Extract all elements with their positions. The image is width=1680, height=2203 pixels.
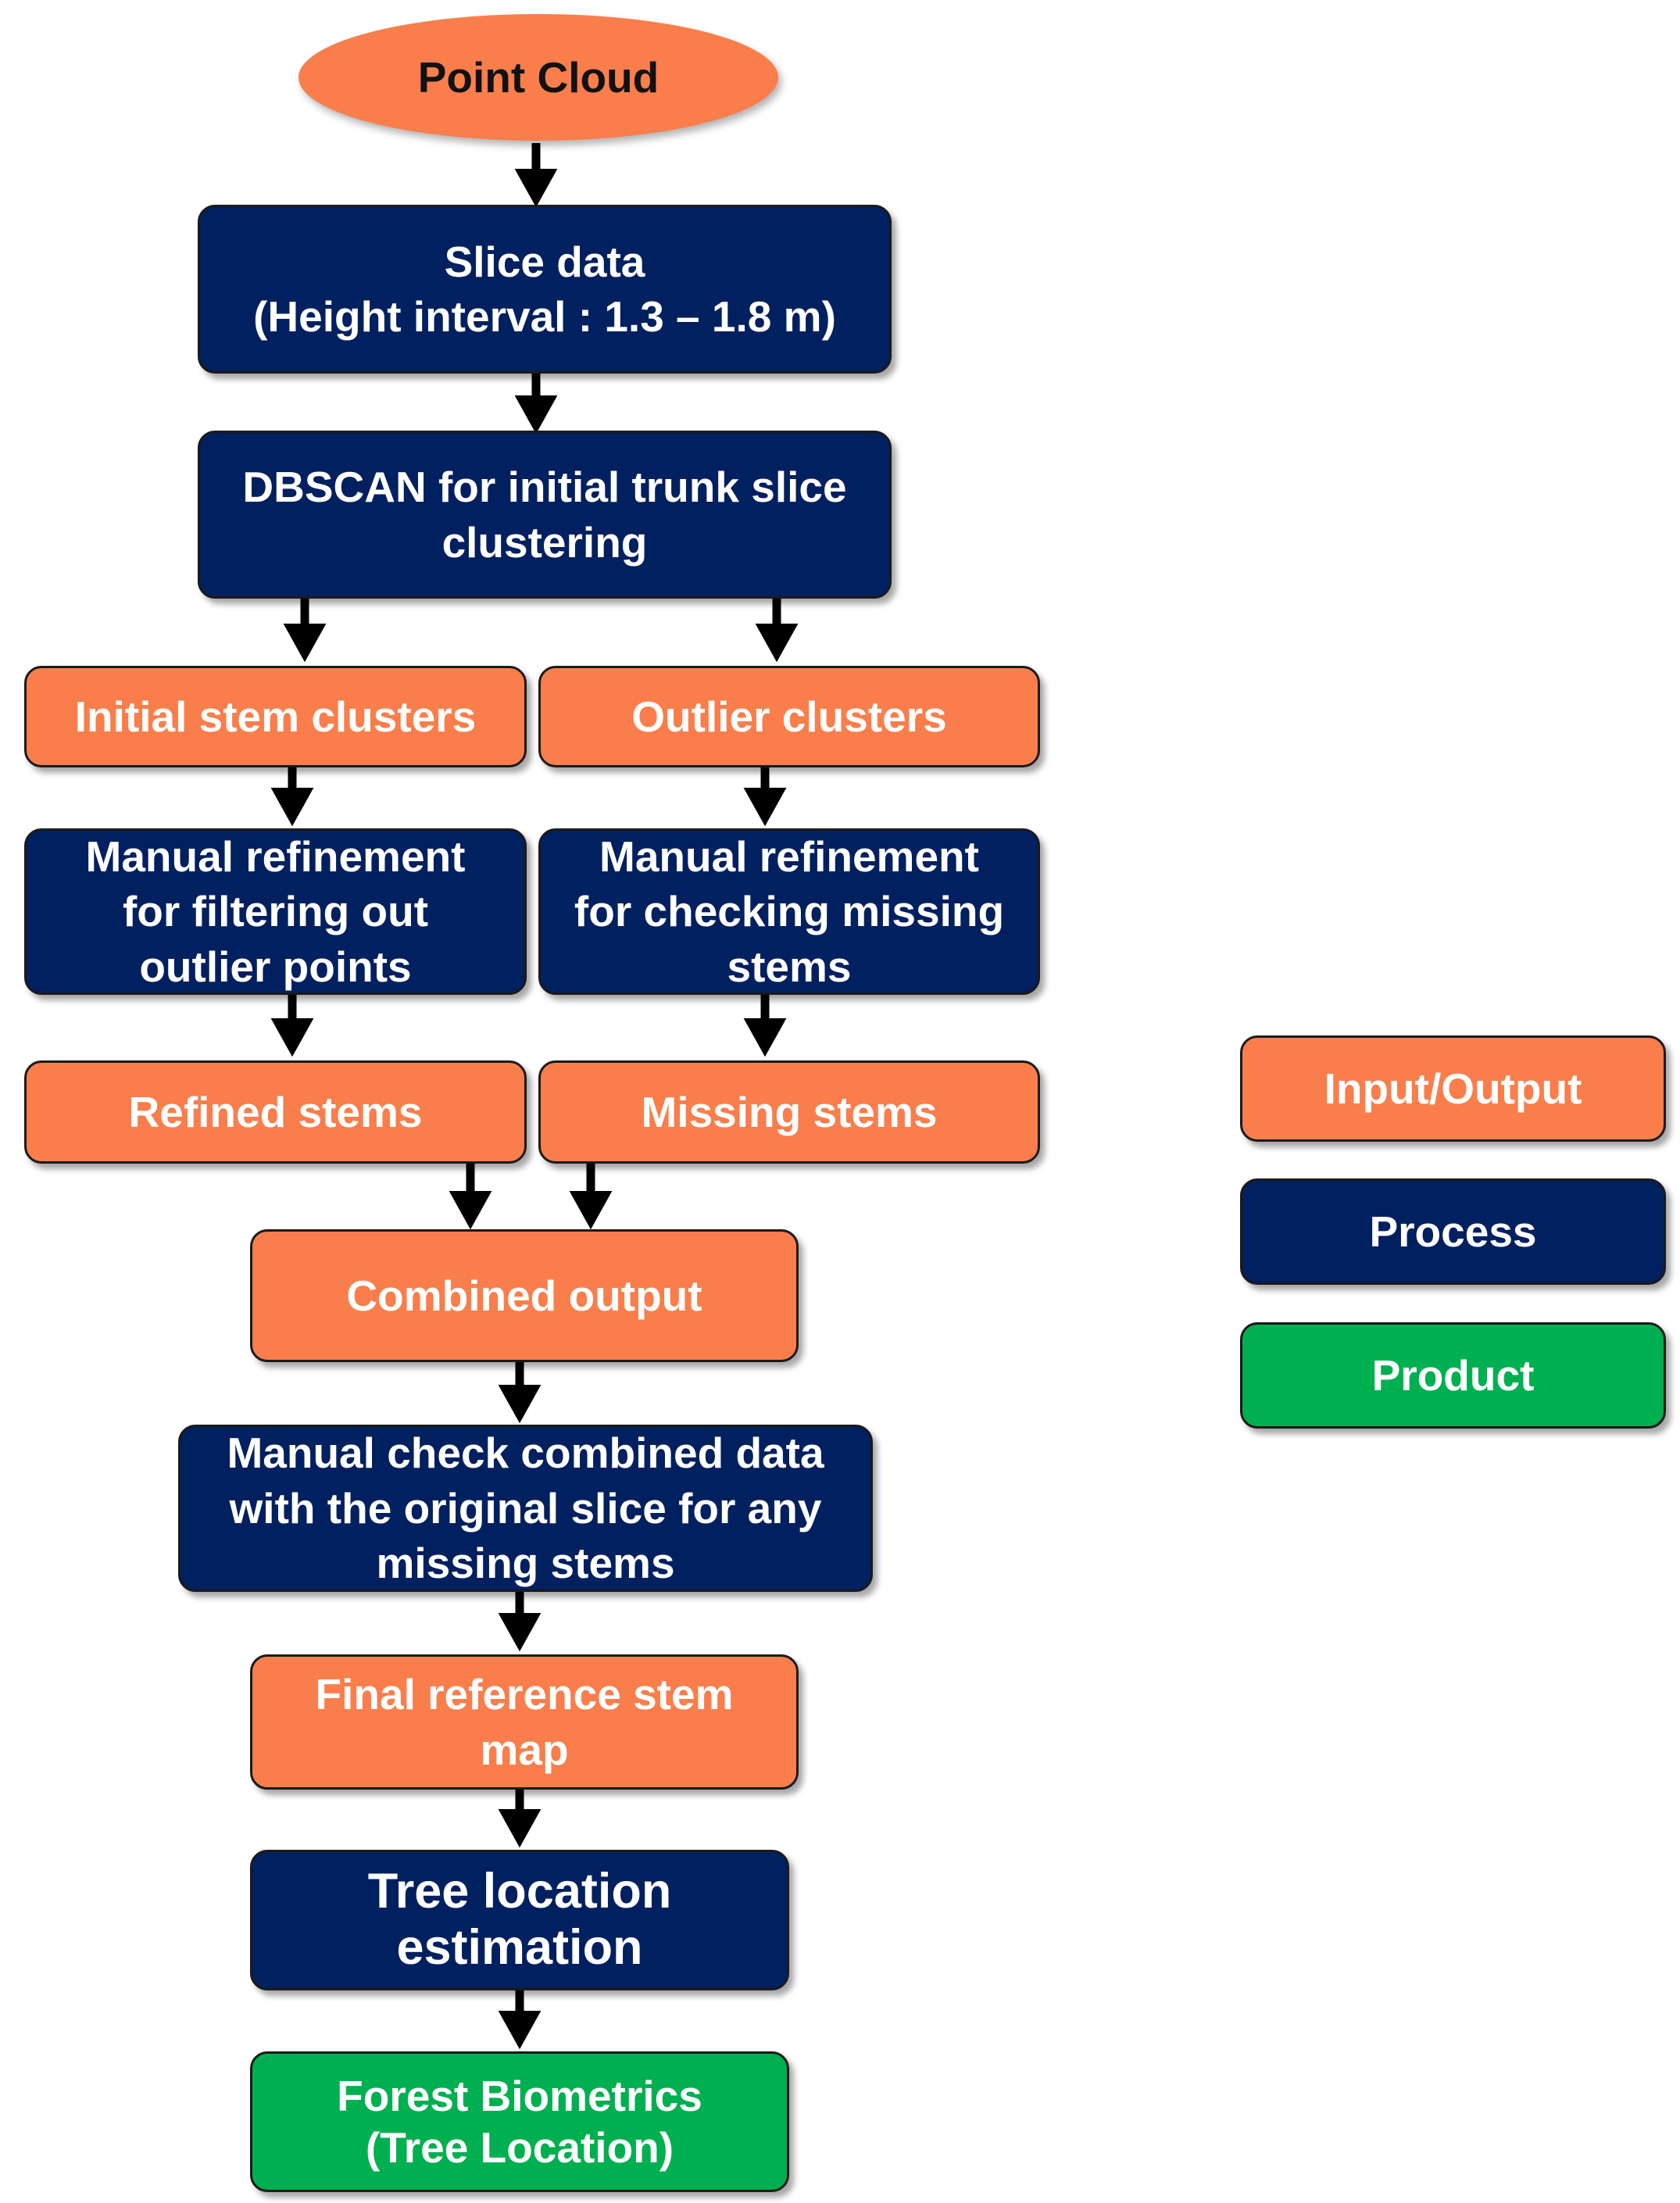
legend-process-label: Process	[1369, 1207, 1537, 1256]
node-manual-refinement-filter-label: Manual refinement for filtering out outl…	[85, 831, 466, 991]
node-manual-check: Manual check combined data with the orig…	[178, 1425, 873, 1592]
node-final-reference-map: Final reference stem map	[250, 1654, 799, 1790]
node-refined-stems-label: Refined stems	[128, 1087, 423, 1136]
node-tree-location-estimation-label: Tree location estimation	[367, 1864, 672, 1975]
legend-input-output: Input/Output	[1240, 1035, 1666, 1142]
node-refined-stems: Refined stems	[24, 1060, 527, 1164]
legend-product: Product	[1240, 1322, 1666, 1429]
node-missing-stems-label: Missing stems	[641, 1087, 938, 1136]
legend-input-output-label: Input/Output	[1324, 1064, 1582, 1113]
legend-product-label: Product	[1371, 1350, 1535, 1400]
node-outlier-clusters-label: Outlier clusters	[631, 692, 947, 741]
node-outlier-clusters: Outlier clusters	[538, 666, 1040, 767]
node-manual-check-label: Manual check combined data with the orig…	[227, 1429, 824, 1588]
node-point-cloud: Point Cloud	[298, 14, 778, 141]
node-combined-output: Combined output	[250, 1229, 799, 1362]
node-slice-data: Slice data (Height interval : 1.3 – 1.8 …	[198, 205, 892, 374]
node-initial-stem-clusters: Initial stem clusters	[24, 666, 527, 767]
node-dbscan-label: DBSCAN for initial trunk slice clusterin…	[242, 463, 847, 567]
node-point-cloud-label: Point Cloud	[417, 52, 659, 102]
node-forest-biometrics-label: Forest Biometrics (Tree Location)	[337, 2070, 702, 2173]
legend-process: Process	[1240, 1178, 1666, 1285]
node-initial-stem-clusters-label: Initial stem clusters	[74, 692, 477, 741]
forest-biometrics-text: Forest Biometrics (Tree Location)	[337, 2072, 702, 2172]
node-final-reference-map-label: Final reference stem map	[315, 1670, 734, 1774]
node-missing-stems: Missing stems	[538, 1060, 1040, 1164]
node-tree-location-estimation: Tree location estimation	[250, 1850, 789, 1990]
node-dbscan: DBSCAN for initial trunk slice clusterin…	[198, 431, 892, 599]
node-slice-data-label: Slice data (Height interval : 1.3 – 1.8 …	[253, 237, 836, 341]
node-manual-refinement-filter: Manual refinement for filtering out outl…	[24, 828, 527, 995]
node-forest-biometrics: Forest Biometrics (Tree Location)	[250, 2051, 789, 2192]
node-combined-output-label: Combined output	[346, 1271, 702, 1320]
node-manual-refinement-missing: Manual refinement for checking missing s…	[538, 828, 1040, 995]
node-manual-refinement-missing-label: Manual refinement for checking missing s…	[574, 831, 1005, 991]
